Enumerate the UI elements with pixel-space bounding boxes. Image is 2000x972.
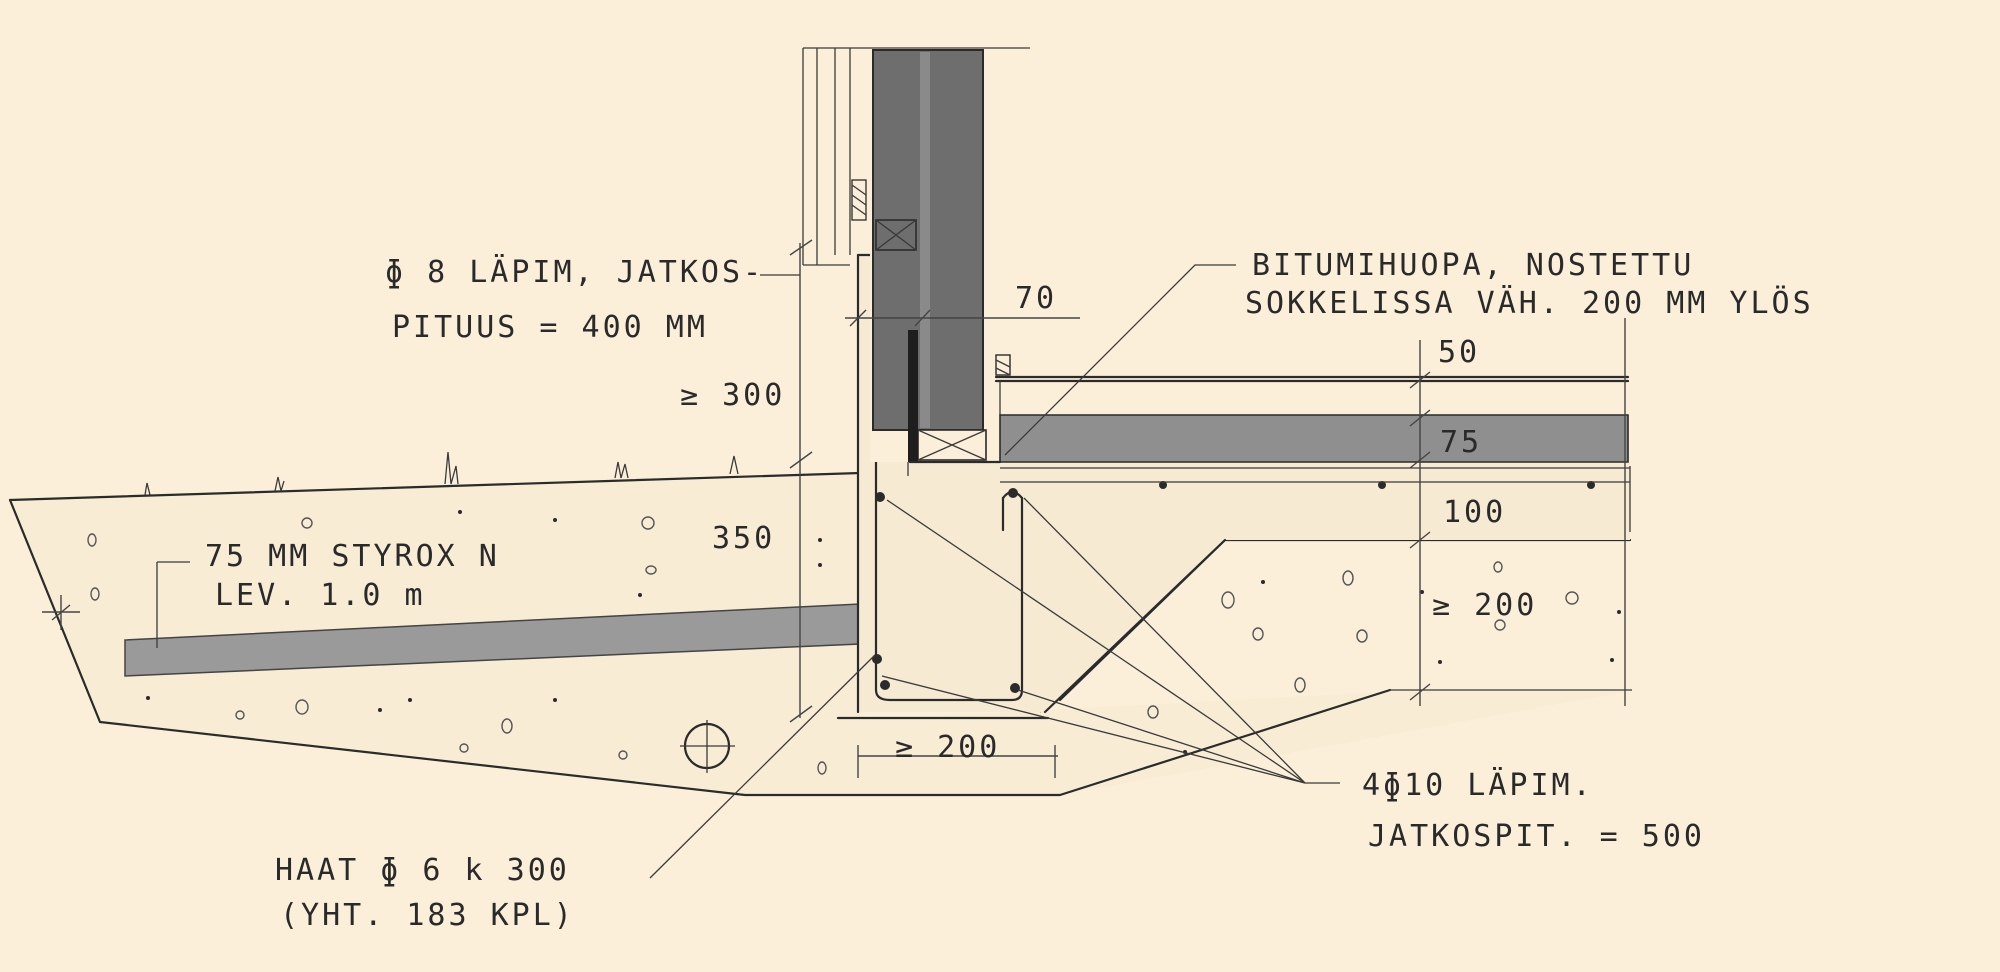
dim-75: 75 [1440,425,1482,460]
dim-100: 100 [1443,495,1506,530]
concrete-plinth [836,253,1630,720]
dim-50: 50 [1438,335,1480,370]
label-styrox-1: 75 MM STYROX N [205,539,500,574]
annotations: ɸ 8 LÄPIM, JATKOS- PITUUS = 400 MM BITUM… [205,248,1814,933]
label-stirrups-1: HAAT ɸ 6 k 300 [275,853,570,888]
dim-70: 70 [1015,281,1057,316]
leader-lines [156,264,1340,879]
label-membrane-2: SOKKELISSA VÄH. 200 MM YLÖS [1245,285,1814,321]
gravel-texture [87,510,1621,775]
label-stirrups-2: (YHT. 183 KPL) [280,898,575,933]
label-main-rebar-2: JATKOSPIT. = 500 [1368,819,1705,854]
label-rebar-top-1: ɸ 8 LÄPIM, JATKOS- [385,254,764,290]
ground-surface [8,451,862,502]
dim-200-bottom: ≥ 200 [895,730,1000,765]
drain-pipe [680,720,735,773]
dim-350: 350 [712,521,775,556]
wall-section [802,47,1030,464]
label-styrox-2: LEV. 1.0 m [215,578,426,613]
dimension-lines [42,239,1626,778]
floor-slab-layers [994,354,1631,532]
dim-300: ≥ 300 [680,378,785,413]
label-membrane-1: BITUMIHUOPA, NOSTETTU [1252,248,1694,283]
label-rebar-top-2: PITUUS = 400 MM [392,310,708,345]
label-main-rebar-1: 4ɸ10 LÄPIM. [1362,767,1594,803]
dim-200-right: ≥ 200 [1432,588,1537,623]
